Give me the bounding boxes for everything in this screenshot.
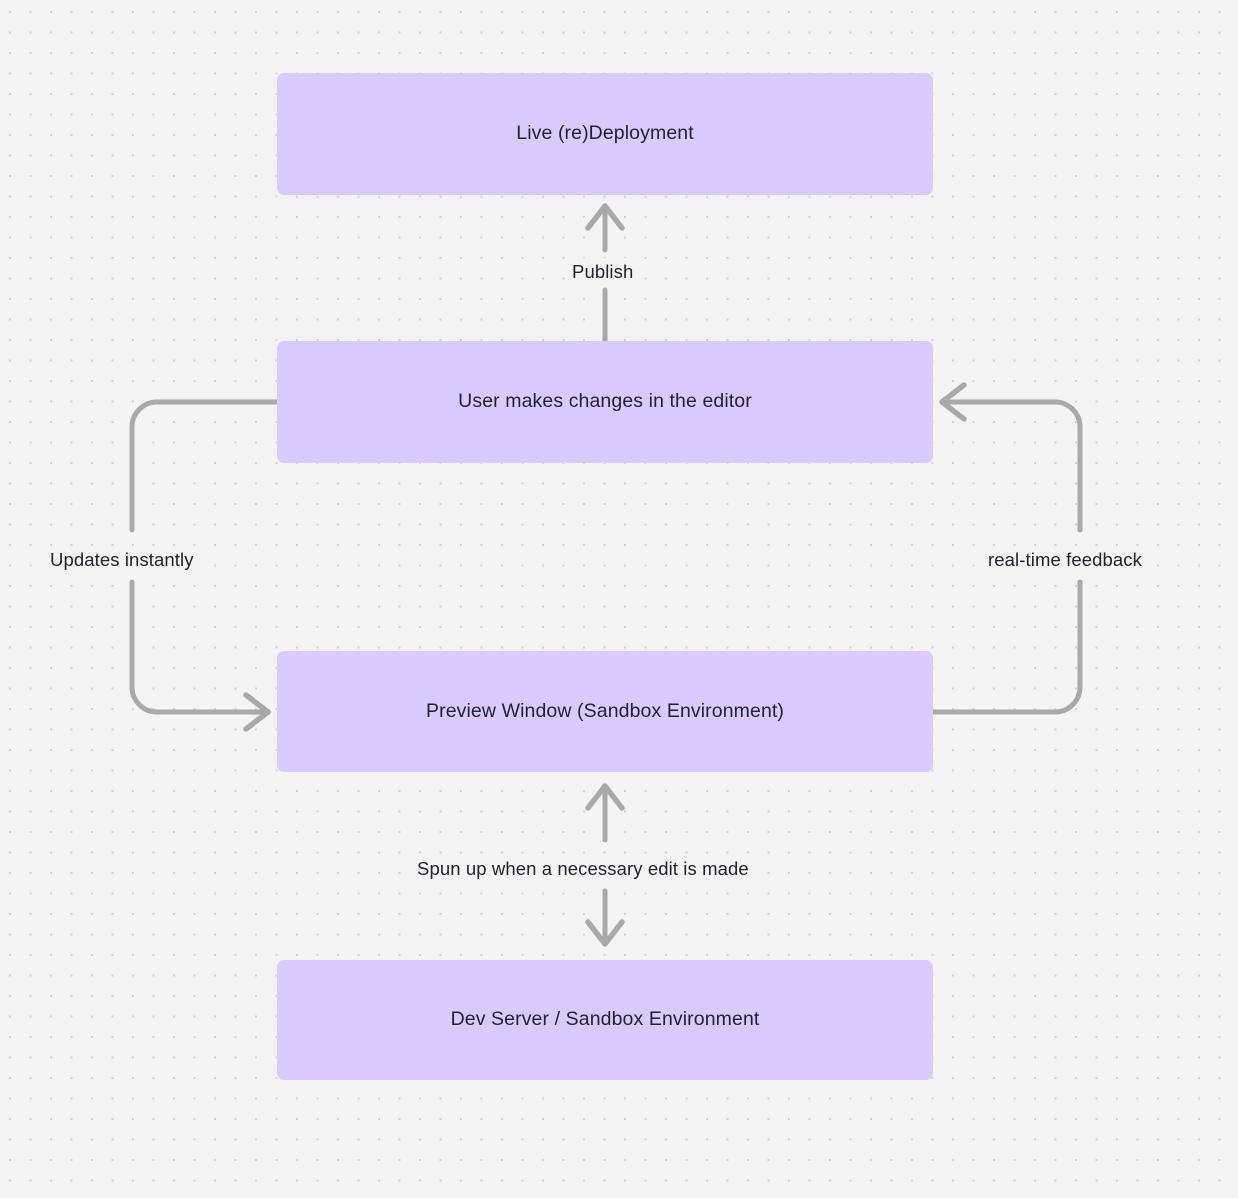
node-live-redeployment[interactable]: Live (re)Deployment <box>277 73 933 195</box>
node-user-makes-changes[interactable]: User makes changes in the editor <box>277 341 933 463</box>
node-dev-server-label: Dev Server / Sandbox Environment <box>450 1008 760 1031</box>
edge-label-realtime-feedback: real-time feedback <box>982 546 1148 574</box>
node-dev-server[interactable]: Dev Server / Sandbox Environment <box>277 960 933 1080</box>
edge-label-spun-up: Spun up when a necessary edit is made <box>411 855 755 883</box>
edge-label-updates-instantly: Updates instantly <box>44 546 200 574</box>
node-user-makes-changes-label: User makes changes in the editor <box>458 390 752 413</box>
node-preview-window[interactable]: Preview Window (Sandbox Environment) <box>277 651 933 772</box>
node-preview-window-label: Preview Window (Sandbox Environment) <box>426 699 784 722</box>
node-live-redeployment-label: Live (re)Deployment <box>516 122 694 145</box>
edge-label-publish: Publish <box>566 258 640 286</box>
